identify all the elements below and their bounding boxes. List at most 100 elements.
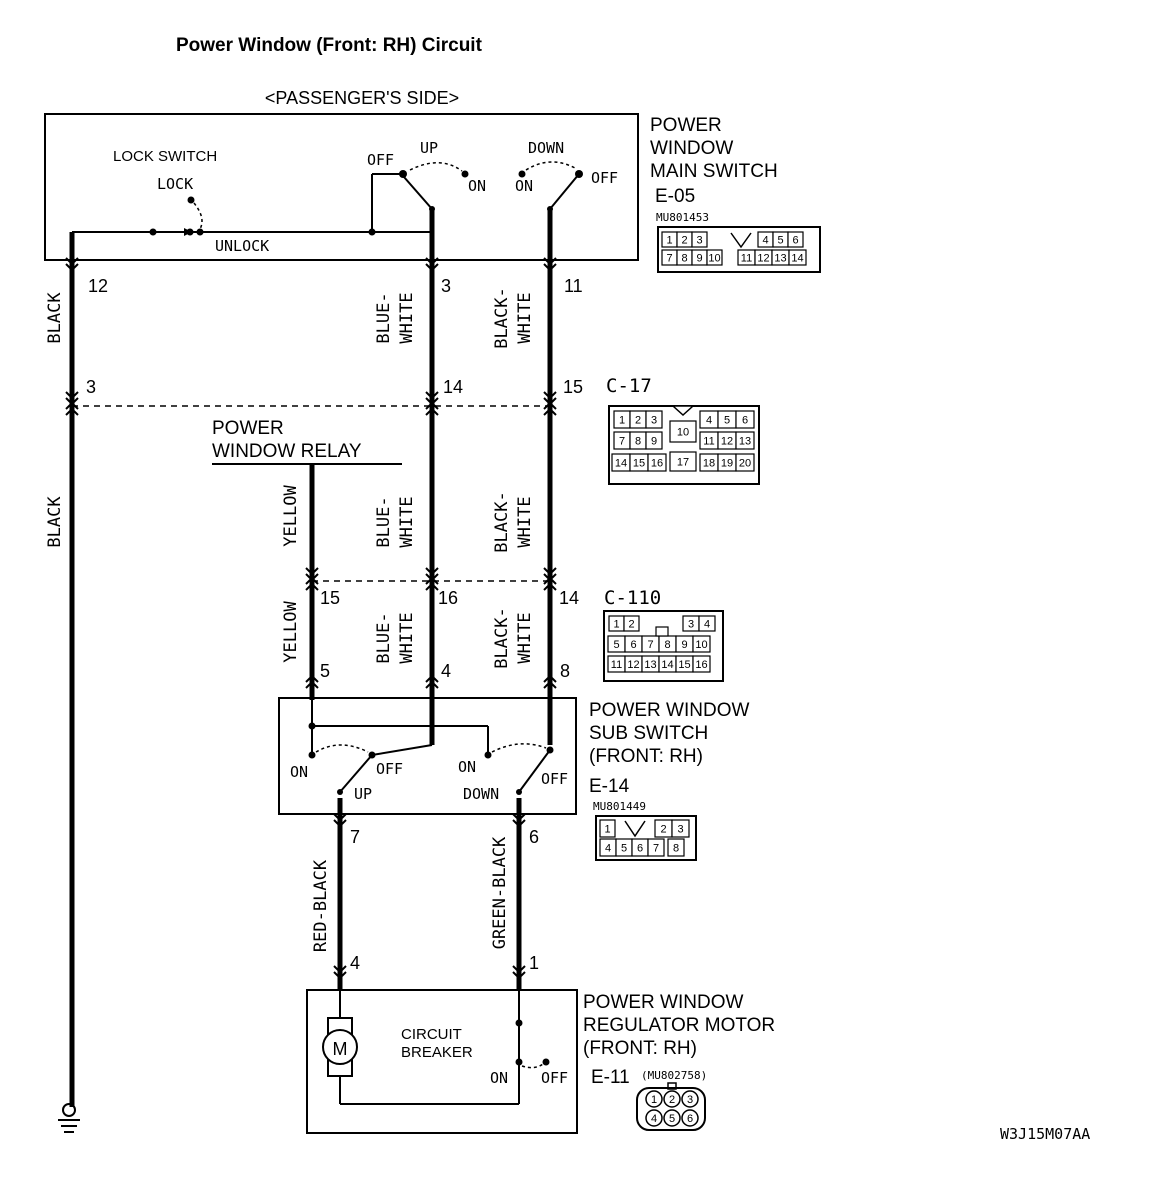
c17-label: C-17 [606, 375, 652, 397]
connector-pin-number: 6 [742, 415, 748, 427]
connector-cell [647, 838, 665, 857]
pin-chevron [512, 965, 526, 974]
connector-cell [645, 1090, 663, 1108]
pin-chevron [65, 263, 79, 272]
main-switch-name: POWER WINDOW MAIN SWITCH [650, 115, 778, 182]
relay-name: POWER WINDOW RELAY [212, 418, 362, 462]
connector-pin-number: 5 [669, 1113, 675, 1125]
wire-yellow [212, 463, 402, 700]
pin-chevron [543, 680, 557, 689]
connector-key-icon [730, 232, 752, 249]
pin-chevron [305, 576, 319, 585]
pin-sub-5: 5 [320, 661, 330, 681]
connector-pin-number: 12 [757, 253, 769, 265]
motor-name-line: (FRONT: RH) [583, 1038, 697, 1059]
pin-chevron [65, 407, 79, 416]
pin-main-12: 12 [88, 276, 108, 296]
connector-pin-number: 1 [613, 619, 619, 631]
connector-cell [645, 1109, 663, 1127]
pin-chevron [333, 971, 347, 980]
connector-pin-number: 6 [630, 639, 636, 651]
unlock-label: UNLOCK [215, 237, 269, 255]
connector-pin-number: 3 [651, 415, 657, 427]
motor-part-number: (MU802758) [641, 1069, 707, 1082]
connector-pin-number: 11 [703, 436, 714, 448]
connector-pin-number: 1 [604, 824, 610, 836]
connector-pin-number: 5 [777, 235, 783, 247]
main-switch-name-line: MAIN SWITCH [650, 161, 778, 182]
lock-label: LOCK [157, 175, 193, 193]
connector-cell [623, 615, 640, 632]
main-switch-part-number: MU801453 [656, 211, 709, 224]
pin-chevron [512, 819, 526, 828]
connector-pin-number: 14 [791, 253, 803, 265]
wire-label-blue-white: BLUE- [374, 612, 394, 663]
connector-cell [681, 1109, 699, 1127]
pin-chevron [543, 263, 557, 272]
pin-chevron [333, 819, 347, 828]
connector-pin-number: 16 [695, 659, 707, 671]
main-switch-name-line: POWER [650, 115, 722, 136]
connector-cell [645, 431, 663, 450]
pin-chevron [425, 567, 439, 576]
connector-pin-number: 5 [621, 843, 627, 855]
connector-pin-number: 7 [647, 639, 653, 651]
pin-sub-7: 7 [350, 827, 360, 847]
connector-pin-number: 9 [681, 639, 687, 651]
pin-c110-14: 14 [559, 588, 579, 608]
main-switch-box [44, 113, 639, 261]
connector-pin-number: 4 [706, 415, 712, 427]
connector-key-icon [671, 405, 695, 417]
main-switch-connector-id: E-05 [655, 186, 695, 207]
connector-pin-number: 12 [721, 436, 733, 448]
connector-pin-number: 2 [635, 415, 641, 427]
pin-chevron [333, 813, 347, 822]
connector-pin-number: 14 [615, 458, 627, 470]
pin-chevron [425, 674, 439, 683]
connector-pin-number: 3 [687, 1094, 693, 1106]
motor-name-line: REGULATOR MOTOR [583, 1015, 775, 1036]
wire-label-black: BLACK [45, 496, 65, 548]
connector-pin-number: 12 [627, 659, 639, 671]
connector-cell [671, 819, 690, 838]
wire-label-red-black: RED-BLACK [311, 859, 331, 952]
connector-cell [692, 655, 711, 673]
connector-pin-number: 9 [651, 436, 657, 448]
connector-pin-number: 1 [619, 415, 625, 427]
connector-pin-number: 8 [664, 639, 670, 651]
pin-chevron [543, 573, 557, 582]
pin-sub-8: 8 [560, 661, 570, 681]
connector-pin-number: 7 [666, 253, 672, 265]
motor-box [306, 989, 578, 1134]
motor-symbol-icon: M [333, 1039, 348, 1059]
pin-chevron [512, 813, 526, 822]
connector-pin-number: 6 [792, 235, 798, 247]
connector-pin-number: 20 [739, 458, 751, 470]
main-switch-internal-wiring [72, 161, 583, 236]
connector-pin-number: 15 [633, 458, 645, 470]
circuit-breaker-label: BREAKER [401, 1044, 473, 1061]
motor-off-label: OFF [541, 1069, 568, 1087]
pin-chevron [425, 401, 439, 410]
connector-cell [647, 453, 667, 472]
pin-chevron [512, 971, 526, 980]
pin-chevron [425, 263, 439, 272]
connector-pin-number: 9 [696, 253, 702, 265]
pin-chevron [543, 401, 557, 410]
connector-pin-number: 8 [635, 436, 641, 448]
connector-pin-number: 13 [644, 659, 656, 671]
pin-c17-3: 3 [86, 377, 96, 397]
wire-blue-white [371, 209, 435, 756]
sub-switch-box [278, 697, 577, 815]
connector-pin-number: 7 [653, 843, 659, 855]
connector-pin-number: 8 [673, 843, 679, 855]
pin-chevron [425, 680, 439, 689]
connector-pin-number: 17 [677, 457, 689, 469]
wire-label-blue-white: BLUE- [374, 496, 394, 547]
pin-chevron [65, 401, 79, 410]
pin-main-3: 3 [441, 276, 451, 296]
